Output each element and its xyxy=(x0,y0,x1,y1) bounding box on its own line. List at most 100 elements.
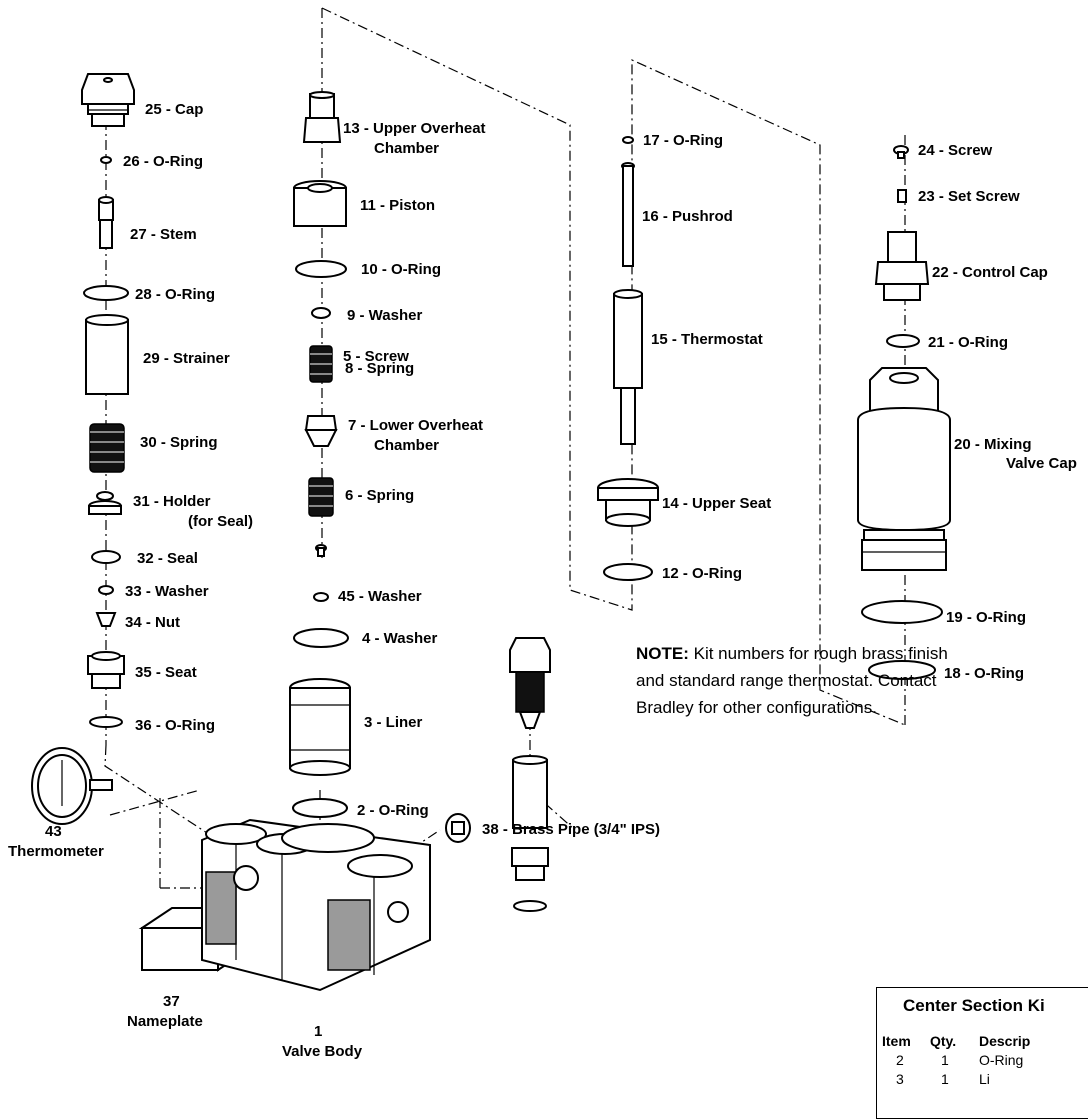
center-section-kit-table: Center Section Ki Item Qty. Descrip 2 1 … xyxy=(876,987,1088,1119)
kit-header-description: Descrip xyxy=(979,1033,1031,1049)
kit-table-title: Center Section Ki xyxy=(903,996,1045,1015)
label-10: 10 - O-Ring xyxy=(361,261,441,278)
holder-31 xyxy=(88,491,122,515)
label-5: 5 - Screw xyxy=(343,348,409,365)
screw-24 xyxy=(893,145,909,159)
kit-header-qty: Qty. xyxy=(930,1033,957,1049)
kit-row-2-description: Li xyxy=(979,1071,990,1087)
washer-45 xyxy=(313,592,329,602)
label-23: 23 - Set Screw xyxy=(918,188,1020,205)
assembly-leader-lines xyxy=(104,7,906,941)
piston-11 xyxy=(293,180,347,227)
o-ring-17 xyxy=(622,136,634,144)
screw-5 xyxy=(315,544,327,557)
thermometer-43 xyxy=(31,747,113,825)
note-line-2: and standard range thermostat. Contact xyxy=(636,671,937,690)
o-ring-26 xyxy=(100,156,112,164)
o-ring-2 xyxy=(292,798,348,818)
label-38: 38 - Brass Pipe (3/4" IPS) xyxy=(482,821,660,838)
label-20a: 20 - Mixing xyxy=(954,436,1032,453)
label-25: 25 - Cap xyxy=(145,101,203,118)
spring-8 xyxy=(309,345,333,383)
label-34: 34 - Nut xyxy=(125,614,180,631)
thermostat-15 xyxy=(613,289,643,445)
label-31a: 31 - Holder xyxy=(133,493,211,510)
label-29: 29 - Strainer xyxy=(143,350,230,367)
label-30: 30 - Spring xyxy=(140,434,218,451)
washer-4 xyxy=(293,628,349,648)
seat-35 xyxy=(87,651,125,689)
label-13b: Chamber xyxy=(374,140,439,157)
note-line-3: Bradley for other configurations. xyxy=(636,698,877,717)
kit-row-2-qty: 1 xyxy=(941,1071,949,1087)
o-ring-19 xyxy=(861,600,943,624)
washer-9 xyxy=(311,307,331,319)
strainer-29 xyxy=(85,314,129,395)
label-4: 4 - Washer xyxy=(362,630,437,647)
o-ring-28 xyxy=(83,285,129,301)
upper-overheat-chamber-13 xyxy=(302,91,342,143)
label-13a: 13 - Upper Overheat xyxy=(343,120,486,137)
label-15: 15 - Thermostat xyxy=(651,331,763,348)
o-ring-36 xyxy=(89,716,123,728)
inlet-check-assembly xyxy=(509,637,551,912)
label-26: 26 - O-Ring xyxy=(123,153,203,170)
brass-pipe-38 xyxy=(445,813,471,843)
label-22: 22 - Control Cap xyxy=(932,264,1048,281)
label-1b: Valve Body xyxy=(282,1043,363,1060)
spring-30 xyxy=(89,423,125,473)
label-31b: (for Seal) xyxy=(188,513,253,530)
label-37b: Nameplate xyxy=(127,1013,203,1030)
note-heading: NOTE: xyxy=(636,644,689,663)
label-7b: Chamber xyxy=(374,437,439,454)
label-19: 19 - O-Ring xyxy=(946,609,1026,626)
label-8: 8 - Spring xyxy=(345,360,414,377)
spring-6 xyxy=(308,477,334,517)
pushrod-16 xyxy=(621,162,635,267)
label-12: 12 - O-Ring xyxy=(662,565,742,582)
label-20b: Valve Cap xyxy=(1006,455,1077,472)
exploded-parts-diagram: 25 - Cap 26 - O-Ring 27 - Stem 28 - O-Ri… xyxy=(8,7,1077,1060)
kit-row-1-description: O-Ring xyxy=(979,1052,1024,1068)
label-18: 18 - O-Ring xyxy=(944,665,1024,682)
valve-body-1 xyxy=(201,818,431,992)
label-14: 14 - Upper Seat xyxy=(662,495,771,512)
label-17: 17 - O-Ring xyxy=(643,132,723,149)
label-32: 32 - Seal xyxy=(137,550,198,567)
note-line-1: NOTE: Kit numbers for rough brass finish xyxy=(636,644,948,663)
label-37a: 37 xyxy=(163,993,180,1010)
washer-33 xyxy=(98,585,114,595)
label-2: 2 - O-Ring xyxy=(357,802,429,819)
seal-32 xyxy=(91,550,121,564)
label-28: 28 - O-Ring xyxy=(135,286,215,303)
label-24: 24 - Screw xyxy=(918,142,993,159)
cap-25 xyxy=(81,73,135,127)
label-21: 21 - O-Ring xyxy=(928,334,1008,351)
label-27: 27 - Stem xyxy=(130,226,197,243)
o-ring-12 xyxy=(603,563,653,581)
set-screw-23 xyxy=(897,189,907,203)
liner-3 xyxy=(289,678,351,776)
label-6: 6 - Spring xyxy=(345,487,414,504)
o-ring-10 xyxy=(295,260,347,278)
kit-header-item: Item xyxy=(882,1033,911,1049)
label-33: 33 - Washer xyxy=(125,583,209,600)
kit-row-1-qty: 1 xyxy=(941,1052,949,1068)
configuration-note: NOTE: Kit numbers for rough brass finish… xyxy=(636,640,1088,721)
label-36: 36 - O-Ring xyxy=(135,717,215,734)
label-1a: 1 xyxy=(314,1023,322,1040)
label-16: 16 - Pushrod xyxy=(642,208,733,225)
o-ring-18 xyxy=(868,660,936,680)
stem-27 xyxy=(98,196,114,249)
part-labels: 25 - Cap 26 - O-Ring 27 - Stem 28 - O-Ri… xyxy=(8,101,1077,1060)
kit-row-2-item: 3 xyxy=(896,1071,904,1087)
label-11: 11 - Piston xyxy=(360,197,435,214)
lower-overheat-chamber-7 xyxy=(304,415,338,447)
kit-row-1-item: 2 xyxy=(896,1052,904,1068)
nut-34 xyxy=(95,612,117,627)
label-9: 9 - Washer xyxy=(347,307,422,324)
o-ring-21 xyxy=(886,334,920,348)
label-7a: 7 - Lower Overheat xyxy=(348,417,483,434)
label-43b: Thermometer xyxy=(8,843,104,860)
upper-seat-14 xyxy=(597,478,659,527)
